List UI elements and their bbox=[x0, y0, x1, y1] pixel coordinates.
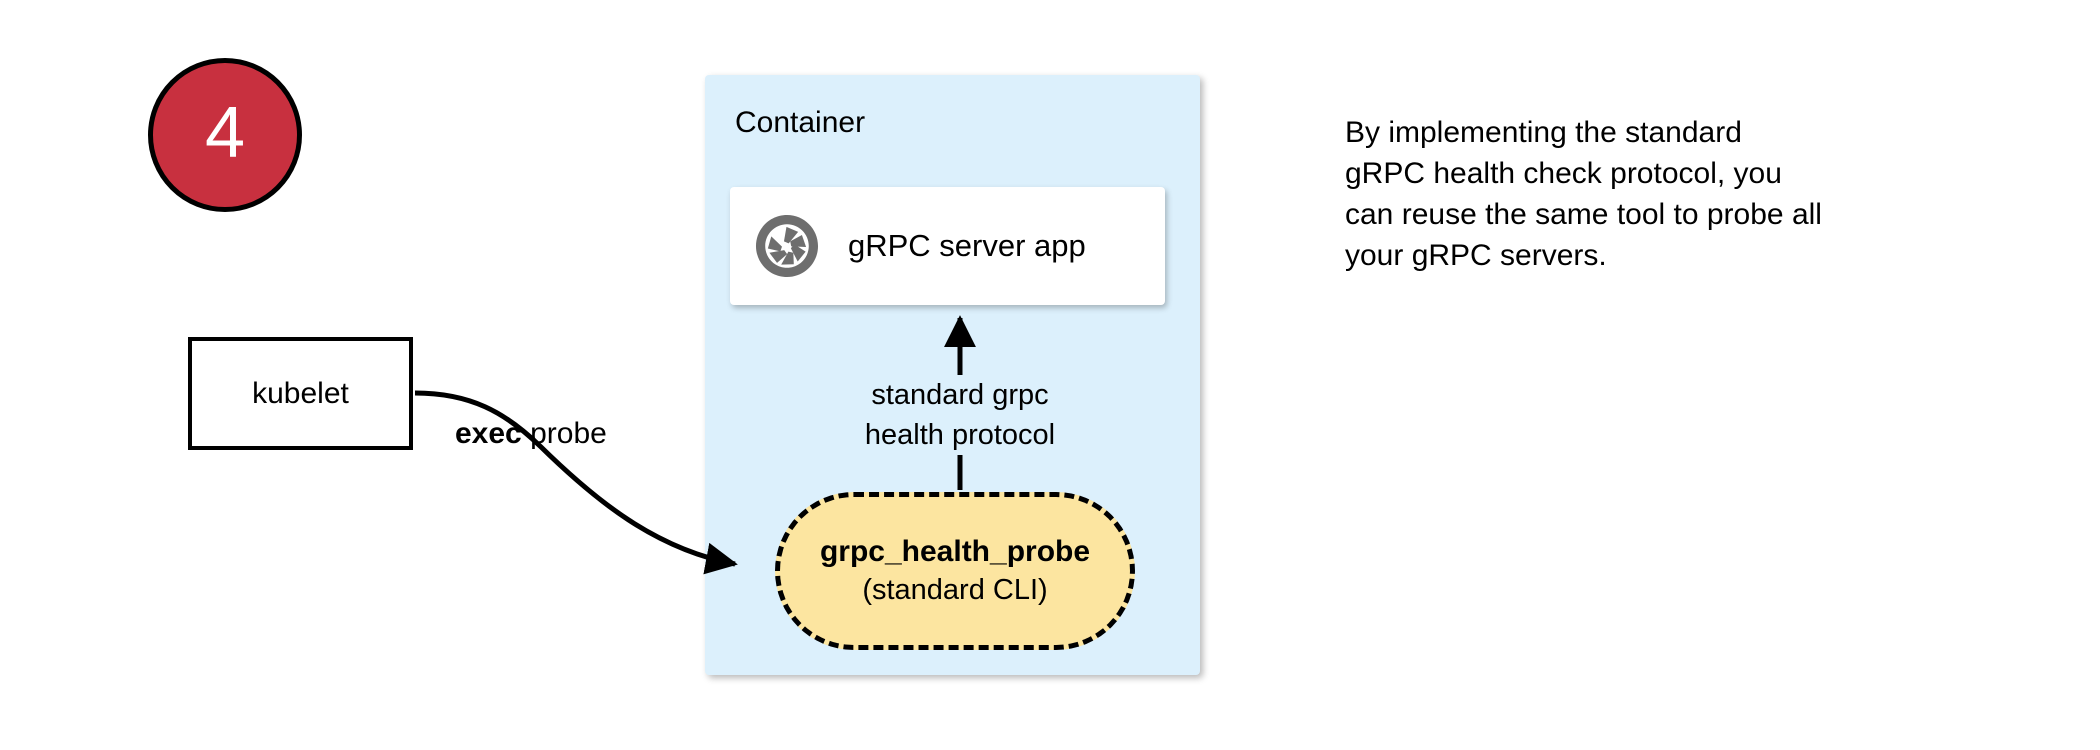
grpc-server-app-label: gRPC server app bbox=[848, 228, 1086, 263]
exec-probe-edge-label-rest: probe bbox=[521, 417, 607, 450]
exec-probe-edge-label-bold: exec bbox=[455, 417, 522, 450]
note-line-3: can reuse the same tool to probe all bbox=[1345, 198, 1822, 231]
note-line-2: gRPC health check protocol, you bbox=[1345, 157, 1782, 190]
grpc-server-app-card: gRPC server app bbox=[730, 187, 1165, 305]
note-line-4: your gRPC servers. bbox=[1345, 239, 1607, 272]
grpc-health-probe-subtitle: (standard CLI) bbox=[862, 574, 1048, 606]
container-label: Container bbox=[735, 106, 866, 139]
exec-probe-edge bbox=[414, 390, 738, 575]
kubelet-label: kubelet bbox=[252, 376, 349, 410]
aperture-icon bbox=[755, 214, 819, 278]
explanatory-note: By implementing the standard gRPC health… bbox=[1345, 112, 1945, 276]
step-number-label: 4 bbox=[204, 93, 246, 173]
note-line-1: By implementing the standard bbox=[1345, 116, 1742, 149]
step-number-badge: 4 bbox=[148, 58, 302, 212]
grpc-health-probe-title: grpc_health_probe bbox=[819, 535, 1091, 568]
exec-probe-edge-label: exec probe bbox=[455, 416, 607, 452]
grpc-health-probe-node: grpc_health_probe (standard CLI) bbox=[775, 492, 1135, 650]
kubelet-node: kubelet bbox=[188, 337, 413, 450]
